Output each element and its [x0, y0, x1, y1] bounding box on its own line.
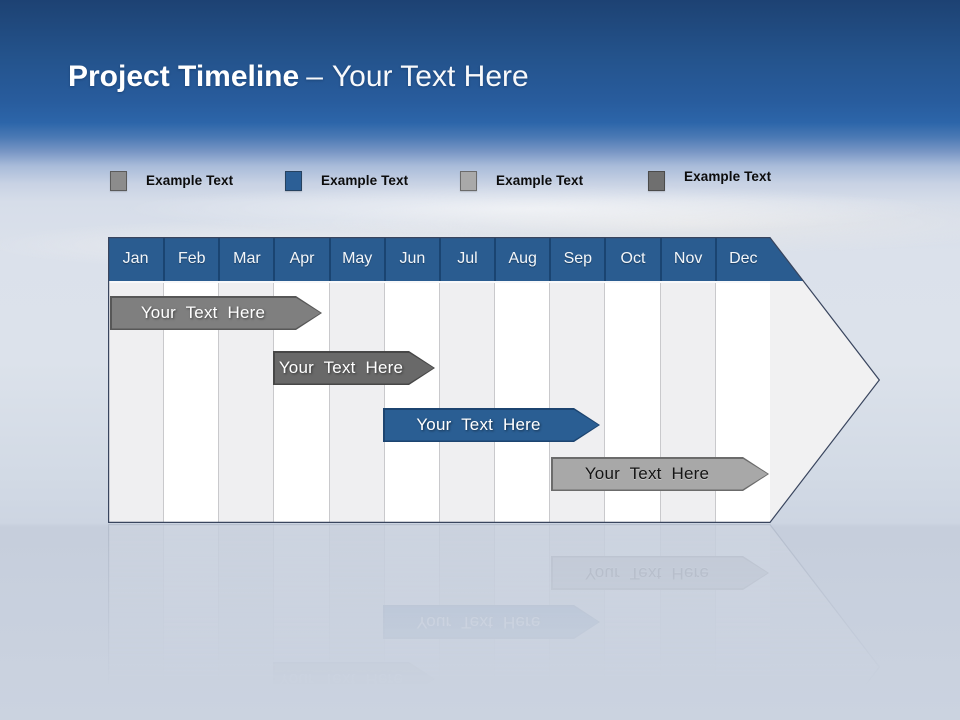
timeline-arrow-shape: Jan Feb Mar Apr May Jun Jul Aug Sep Oct … [108, 237, 880, 523]
timeline-reflection: Jan Feb Mar Apr May Jun Jul Aug Sep Oct … [108, 524, 880, 720]
task-bar-4-label: Your Text Here [584, 464, 710, 483]
title-main-text: Project Timeline [68, 60, 300, 93]
task-bar-3-fill: Your Text Here [385, 410, 599, 441]
timeline-month-header: Jan Feb Mar Apr May Jun Jul Aug Sep Oct … [108, 237, 880, 281]
task-bar-1-fill: Your Text Here [112, 298, 321, 329]
task-bar-2-fill: Your Text Here [275, 353, 434, 384]
month-cell-jun: Jun [383, 237, 439, 281]
month-cell-sep: Sep [549, 237, 604, 281]
month-cell-oct: Oct [604, 237, 659, 281]
legend-item-2[interactable]: Example Text [285, 170, 408, 191]
legend-swatch-darkgray [648, 170, 665, 191]
month-cell-apr: Apr [273, 237, 328, 281]
legend-label: Example Text [496, 173, 584, 188]
month-cell-dec: Dec [714, 237, 770, 281]
legend-swatch-lightgray [460, 170, 477, 191]
legend-swatch-blue [285, 170, 302, 191]
task-bar-3[interactable]: Your Text Here [383, 408, 600, 442]
legend-swatch-gray [110, 170, 127, 191]
legend-item-4[interactable]: Example Text [648, 169, 772, 191]
task-bar-4[interactable]: Your Text Here [551, 457, 769, 491]
title-placeholder-text: Your Text Here [331, 60, 529, 93]
month-cell-aug: Aug [494, 237, 549, 281]
month-column [438, 283, 495, 523]
task-bar-1-label: Your Text Here [140, 303, 266, 322]
month-column [328, 283, 384, 523]
month-column [383, 283, 439, 523]
task-bar-3-label: Your Text Here [416, 415, 541, 434]
month-cell-nov: Nov [659, 237, 715, 281]
legend-label: Example Text [684, 169, 772, 184]
page-title[interactable]: Project Timeline–Your Text Here [68, 60, 529, 94]
month-cell-feb: Feb [163, 237, 218, 281]
month-cell-mar: Mar [218, 237, 273, 281]
task-bar-2-label: Your Text Here [278, 358, 404, 377]
task-bar-2[interactable]: Your Text Here [273, 351, 435, 385]
legend-item-1[interactable]: Example Text [110, 170, 233, 191]
month-column [494, 283, 550, 523]
title-dash: – [306, 60, 323, 93]
month-cell-may: May [328, 237, 384, 281]
month-cell-jan: Jan [122, 250, 149, 267]
task-bar-4-fill: Your Text Here [553, 459, 768, 490]
legend-label: Example Text [321, 173, 409, 188]
legend-label: Example Text [146, 173, 234, 188]
task-bar-1[interactable]: Your Text Here [110, 296, 322, 330]
timeline: Jan Feb Mar Apr May Jun Jul Aug Sep Oct … [108, 237, 880, 523]
legend-item-3[interactable]: Example Text [460, 170, 583, 191]
month-cell-jul: Jul [438, 237, 494, 281]
